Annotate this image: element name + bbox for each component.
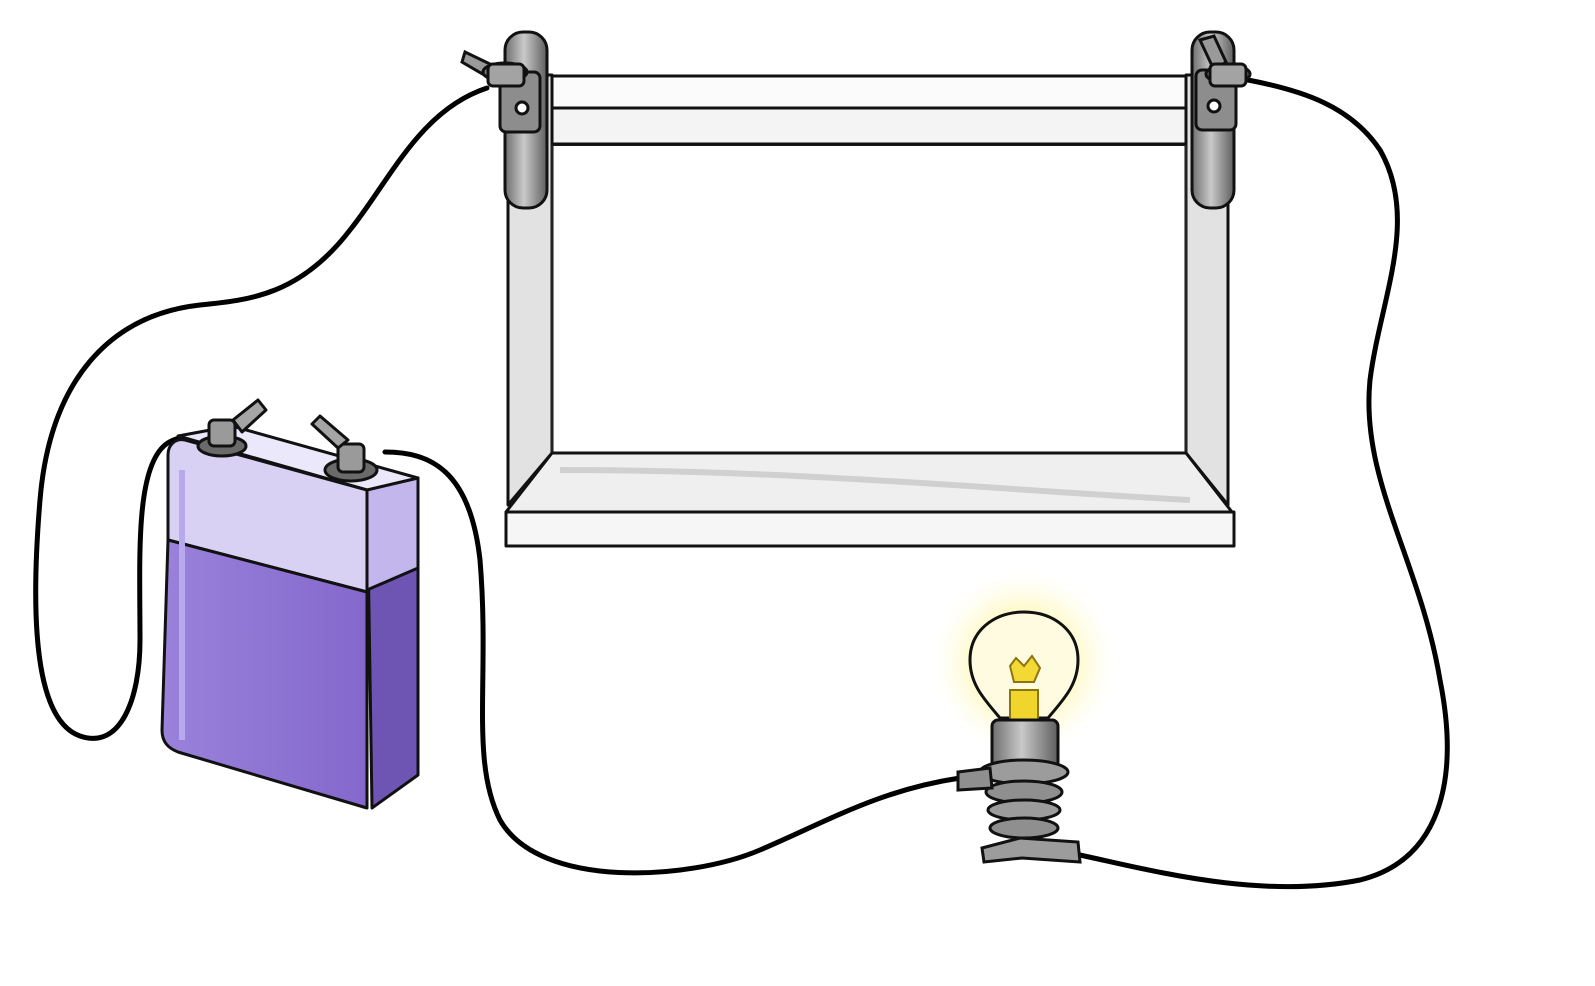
wire-bulb-to-right-clip	[1077, 77, 1450, 890]
light-bulb-icon	[932, 570, 1116, 864]
battery-icon	[160, 398, 420, 810]
glass-tank-icon	[504, 73, 1236, 548]
left-electrode-clip	[460, 30, 549, 210]
wire-left-clip-to-battery	[33, 85, 490, 741]
wire-battery-to-bulb	[382, 449, 963, 876]
right-electrode-clip	[1190, 30, 1252, 210]
wires	[33, 77, 1450, 890]
